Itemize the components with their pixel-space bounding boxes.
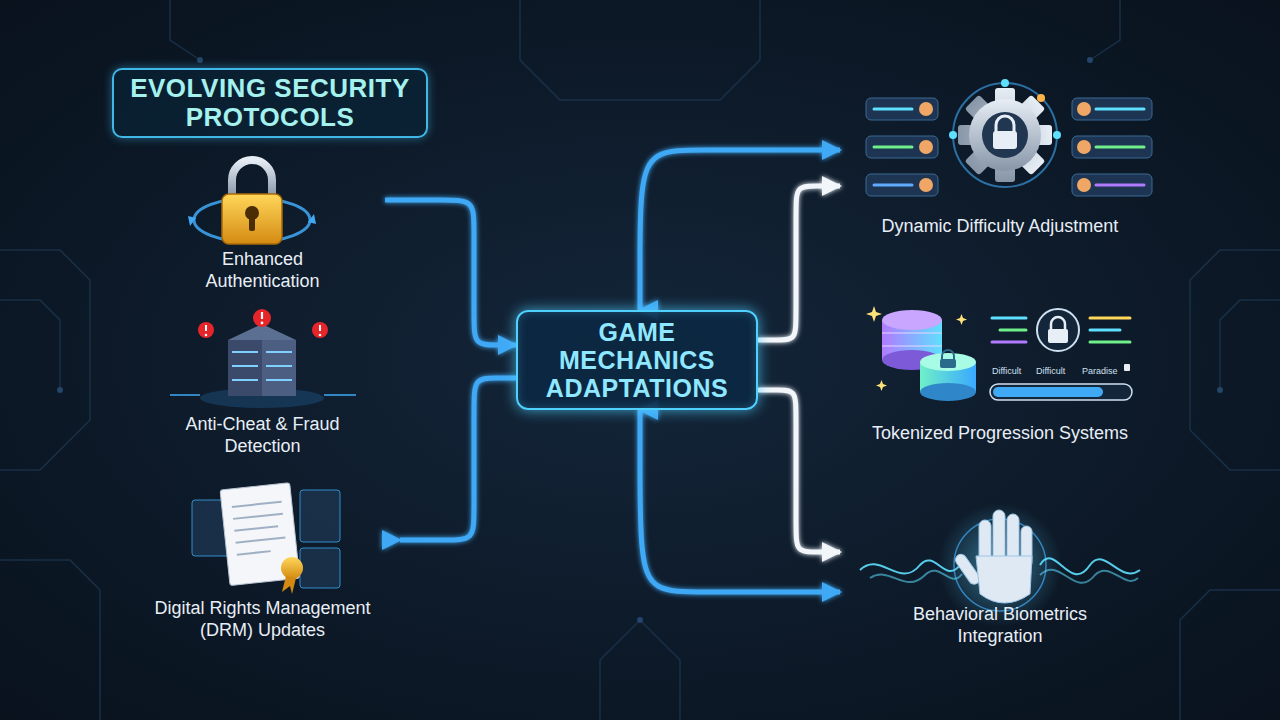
flow-arrow xyxy=(640,410,840,592)
node-label: Anti-Cheat & Fraud Detection xyxy=(183,414,343,458)
node-label: Behavioral Biometrics Integration xyxy=(885,604,1115,648)
lock-icon xyxy=(188,160,316,244)
security-node: Anti-Cheat & Fraud Detection xyxy=(140,315,385,460)
hub-box: GAME MECHANICS ADAPTATIONS xyxy=(516,310,758,410)
gear-icon xyxy=(949,79,1061,187)
flow-arrow xyxy=(758,390,840,552)
icon-caption: Difficult xyxy=(992,366,1021,376)
node-label: Dynamic Difficulty Adjustment xyxy=(882,216,1119,238)
user-cards xyxy=(866,98,1152,196)
node-label: Digital Rights Management (DRM) Updates xyxy=(132,598,394,642)
icon-caption: Paradise xyxy=(1082,366,1118,376)
flow-arrow xyxy=(758,186,840,340)
server-icon xyxy=(170,309,356,408)
flow-arrow xyxy=(758,364,840,369)
security-node: Enhanced Authentication xyxy=(140,160,385,295)
icon-caption: Difficult xyxy=(1036,366,1065,376)
mechanic-node: Dynamic Difficulty Adjustment xyxy=(840,80,1160,240)
flow-arrow xyxy=(640,150,840,310)
node-label: Tokenized Progression Systems xyxy=(872,423,1128,445)
flow-arrow xyxy=(385,356,516,361)
node-label: GAME MECHANICS ADAPTATIONS xyxy=(530,318,745,403)
alert-badges xyxy=(198,309,328,338)
node-label: Enhanced Authentication xyxy=(183,249,343,293)
progress-panel xyxy=(990,309,1132,400)
security-node: Digital Rights Management (DRM) Updates xyxy=(125,478,400,648)
flow-arrow xyxy=(400,378,516,540)
title-badge: EVOLVING SECURITY PROTOCOLS xyxy=(112,68,428,138)
token-coins xyxy=(866,306,976,401)
document-icon xyxy=(192,483,340,594)
title-text: EVOLVING SECURITY PROTOCOLS xyxy=(125,74,415,131)
mechanic-node: Behavioral Biometrics Integration xyxy=(840,500,1160,650)
flow-arrow xyxy=(385,200,516,345)
